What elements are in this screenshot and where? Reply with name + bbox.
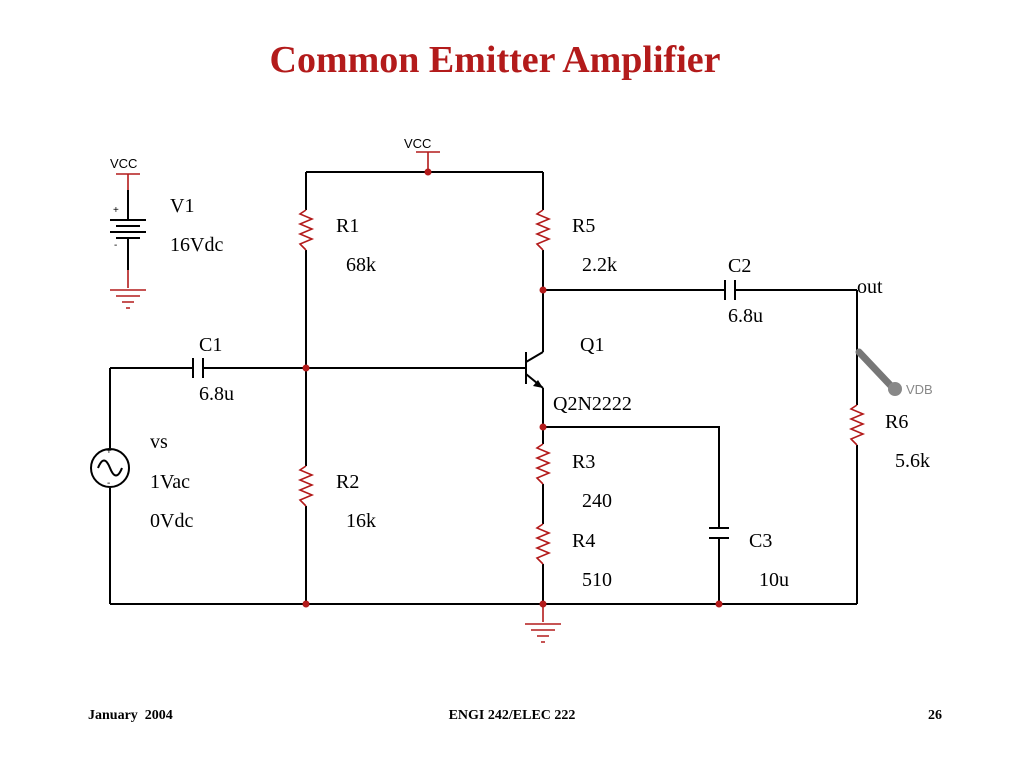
footer-page-number: 26 bbox=[928, 708, 942, 723]
vcc-label-supply: VCC bbox=[110, 156, 137, 171]
vs-minus: - bbox=[107, 478, 110, 489]
v1-plus: + bbox=[113, 205, 119, 216]
v1-supply bbox=[110, 173, 146, 309]
resistor-r4 bbox=[534, 523, 552, 565]
vs-name: vs bbox=[150, 431, 168, 453]
junction-dots bbox=[302, 168, 723, 608]
r5-value: 2.2k bbox=[582, 254, 617, 276]
footer-date: January 2004 bbox=[88, 708, 173, 723]
r1-value: 68k bbox=[346, 254, 376, 276]
q1-model: Q2N2222 bbox=[553, 393, 632, 415]
q1-name: Q1 bbox=[580, 334, 604, 356]
footer-course: ENGI 242/ELEC 222 bbox=[448, 708, 576, 723]
r4-value: 510 bbox=[582, 569, 612, 591]
r1-name: R1 bbox=[336, 215, 359, 237]
probe-label: VDB bbox=[906, 382, 933, 397]
r6-name: R6 bbox=[885, 411, 908, 433]
capacitor-c3 bbox=[709, 527, 729, 539]
vcc-label-top: VCC bbox=[404, 136, 431, 151]
c2-name: C2 bbox=[728, 255, 751, 277]
r2-name: R2 bbox=[336, 471, 359, 493]
c3-name: C3 bbox=[749, 530, 772, 552]
capacitor-c2 bbox=[724, 280, 736, 300]
c1-name: C1 bbox=[199, 334, 222, 356]
ac-source-vs bbox=[90, 448, 130, 488]
c2-value: 6.8u bbox=[728, 305, 763, 327]
resistor-r5 bbox=[534, 209, 552, 251]
r3-value: 240 bbox=[582, 490, 612, 512]
v1-minus: - bbox=[114, 240, 117, 251]
c1-value: 6.8u bbox=[199, 383, 234, 405]
c3-value: 10u bbox=[759, 569, 789, 591]
v1-value: 16Vdc bbox=[170, 234, 223, 256]
transistor-q1 bbox=[525, 351, 544, 389]
wires bbox=[109, 171, 858, 605]
resistor-r2 bbox=[297, 465, 315, 507]
r5-name: R5 bbox=[572, 215, 595, 237]
capacitor-c1 bbox=[192, 358, 204, 378]
r6-value: 5.6k bbox=[895, 450, 930, 472]
out-label: out bbox=[857, 276, 883, 298]
vs-dc: 0Vdc bbox=[150, 510, 193, 532]
ground-symbol bbox=[525, 604, 561, 643]
r4-name: R4 bbox=[572, 530, 595, 552]
v1-name: V1 bbox=[170, 195, 194, 217]
resistor-r6 bbox=[848, 404, 866, 446]
r3-name: R3 bbox=[572, 451, 595, 473]
slide-title: Common Emitter Amplifier bbox=[269, 39, 721, 81]
resistor-r1 bbox=[297, 209, 315, 251]
vs-ac: 1Vac bbox=[150, 471, 190, 493]
vs-plus: + bbox=[106, 446, 112, 457]
resistor-r3 bbox=[534, 443, 552, 485]
voltage-probe-icon bbox=[855, 348, 902, 396]
r2-value: 16k bbox=[346, 510, 376, 532]
